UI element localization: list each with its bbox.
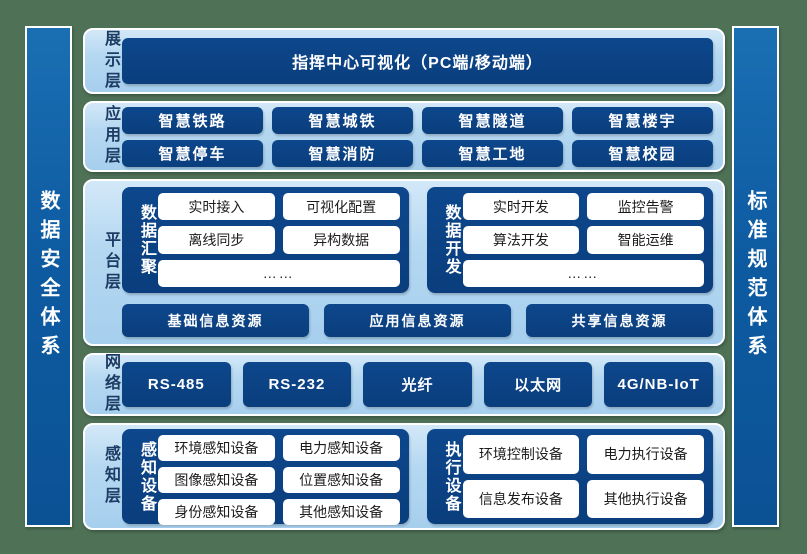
sensing-chip: 其他感知设备 [282,499,400,525]
layer-platform-label: 平台层 [102,231,119,294]
layer-network-label: 网络层 [102,353,119,416]
app-box: 智慧铁路 [122,106,263,134]
group-sensing-devices: 感知设备 环境感知设备 电力感知设备 图像感知设备 位置感知设备 身份感知设备 … [122,429,409,525]
actuator-chip: 信息发布设备 [462,479,580,518]
app-box: 智慧城铁 [272,106,413,134]
platform-chip: 实时接入 [158,193,275,221]
resource-box: 应用信息资源 [324,304,511,337]
group-data-development: 数据开发 实时开发 监控告警 算法开发 智能运维 …… [426,187,713,293]
layer-application: 应用层 智慧铁路 智慧城铁 智慧隧道 智慧楼宇 智慧停车 智慧消防 智慧工地 智… [83,101,725,172]
pillar-data-security: 数据安全体系 [25,26,72,527]
pillar-data-security-label: 数据安全体系 [37,189,59,364]
resource-row: 基础信息资源 应用信息资源 共享信息资源 [122,304,713,337]
network-box: RS-485 [122,362,231,407]
actuator-chip: 环境控制设备 [462,435,580,474]
platform-chip: 异构数据 [282,226,400,254]
platform-chip: 智能运维 [587,226,704,254]
group-sensing-devices-label: 感知设备 [138,440,155,513]
layer-display-label: 展示层 [102,29,119,93]
layer-platform: 平台层 数据汇聚 实时接入 可视化配置 离线同步 异构数据 …… 数据开发 [83,179,725,346]
group-data-development-label: 数据开发 [442,204,460,276]
sensing-chip: 身份感知设备 [158,499,275,525]
platform-chip-more: …… [158,259,400,287]
resource-box: 共享信息资源 [526,304,713,337]
app-box: 智慧楼宇 [572,106,713,134]
sensing-chip: 图像感知设备 [158,467,275,493]
app-box: 智慧校园 [572,139,713,167]
sensing-chip: 电力感知设备 [282,435,400,461]
platform-chip: 可视化配置 [282,193,400,221]
app-box: 智慧消防 [272,139,413,167]
platform-chip-more: …… [462,259,704,287]
network-grid: RS-485 RS-232 光纤 以太网 4G/NB-IoT [122,362,713,407]
network-box: 4G/NB-IoT [604,362,713,407]
layer-network: 网络层 RS-485 RS-232 光纤 以太网 4G/NB-IoT [83,353,725,416]
sensing-chip: 位置感知设备 [282,467,400,493]
platform-chip: 实时开发 [462,193,580,221]
pillar-standards-label: 标准规范体系 [744,189,766,364]
app-box: 智慧停车 [122,139,263,167]
actuator-chip: 其他执行设备 [587,479,704,518]
network-box: 光纤 [363,362,472,407]
pillar-standards: 标准规范体系 [732,26,779,527]
layer-application-label: 应用层 [102,105,119,168]
network-box: 以太网 [483,362,593,407]
platform-chip: 离线同步 [158,226,275,254]
sensing-chip: 环境感知设备 [158,435,275,461]
resource-box: 基础信息资源 [122,304,309,337]
app-box: 智慧隧道 [422,106,563,134]
network-box: RS-232 [242,362,352,407]
group-actuator-devices-label: 执行设备 [442,440,460,513]
application-grid: 智慧铁路 智慧城铁 智慧隧道 智慧楼宇 智慧停车 智慧消防 智慧工地 智慧校园 [122,106,713,167]
group-data-aggregation: 数据汇聚 实时接入 可视化配置 离线同步 异构数据 …… [122,187,409,293]
platform-chip: 算法开发 [462,226,580,254]
platform-chip: 监控告警 [587,193,704,221]
layer-perception: 感知层 感知设备 环境感知设备 电力感知设备 图像感知设备 位置感知设备 身份感… [83,423,725,530]
app-box: 智慧工地 [422,139,563,167]
group-actuator-devices: 执行设备 环境控制设备 电力执行设备 信息发布设备 其他执行设备 [426,429,713,524]
actuator-chip: 电力执行设备 [587,435,704,474]
layer-display: 展示层 指挥中心可视化（PC端/移动端） [83,28,725,94]
command-center-box: 指挥中心可视化（PC端/移动端） [122,38,713,84]
group-data-aggregation-label: 数据汇聚 [138,204,155,276]
layer-perception-label: 感知层 [102,445,119,508]
